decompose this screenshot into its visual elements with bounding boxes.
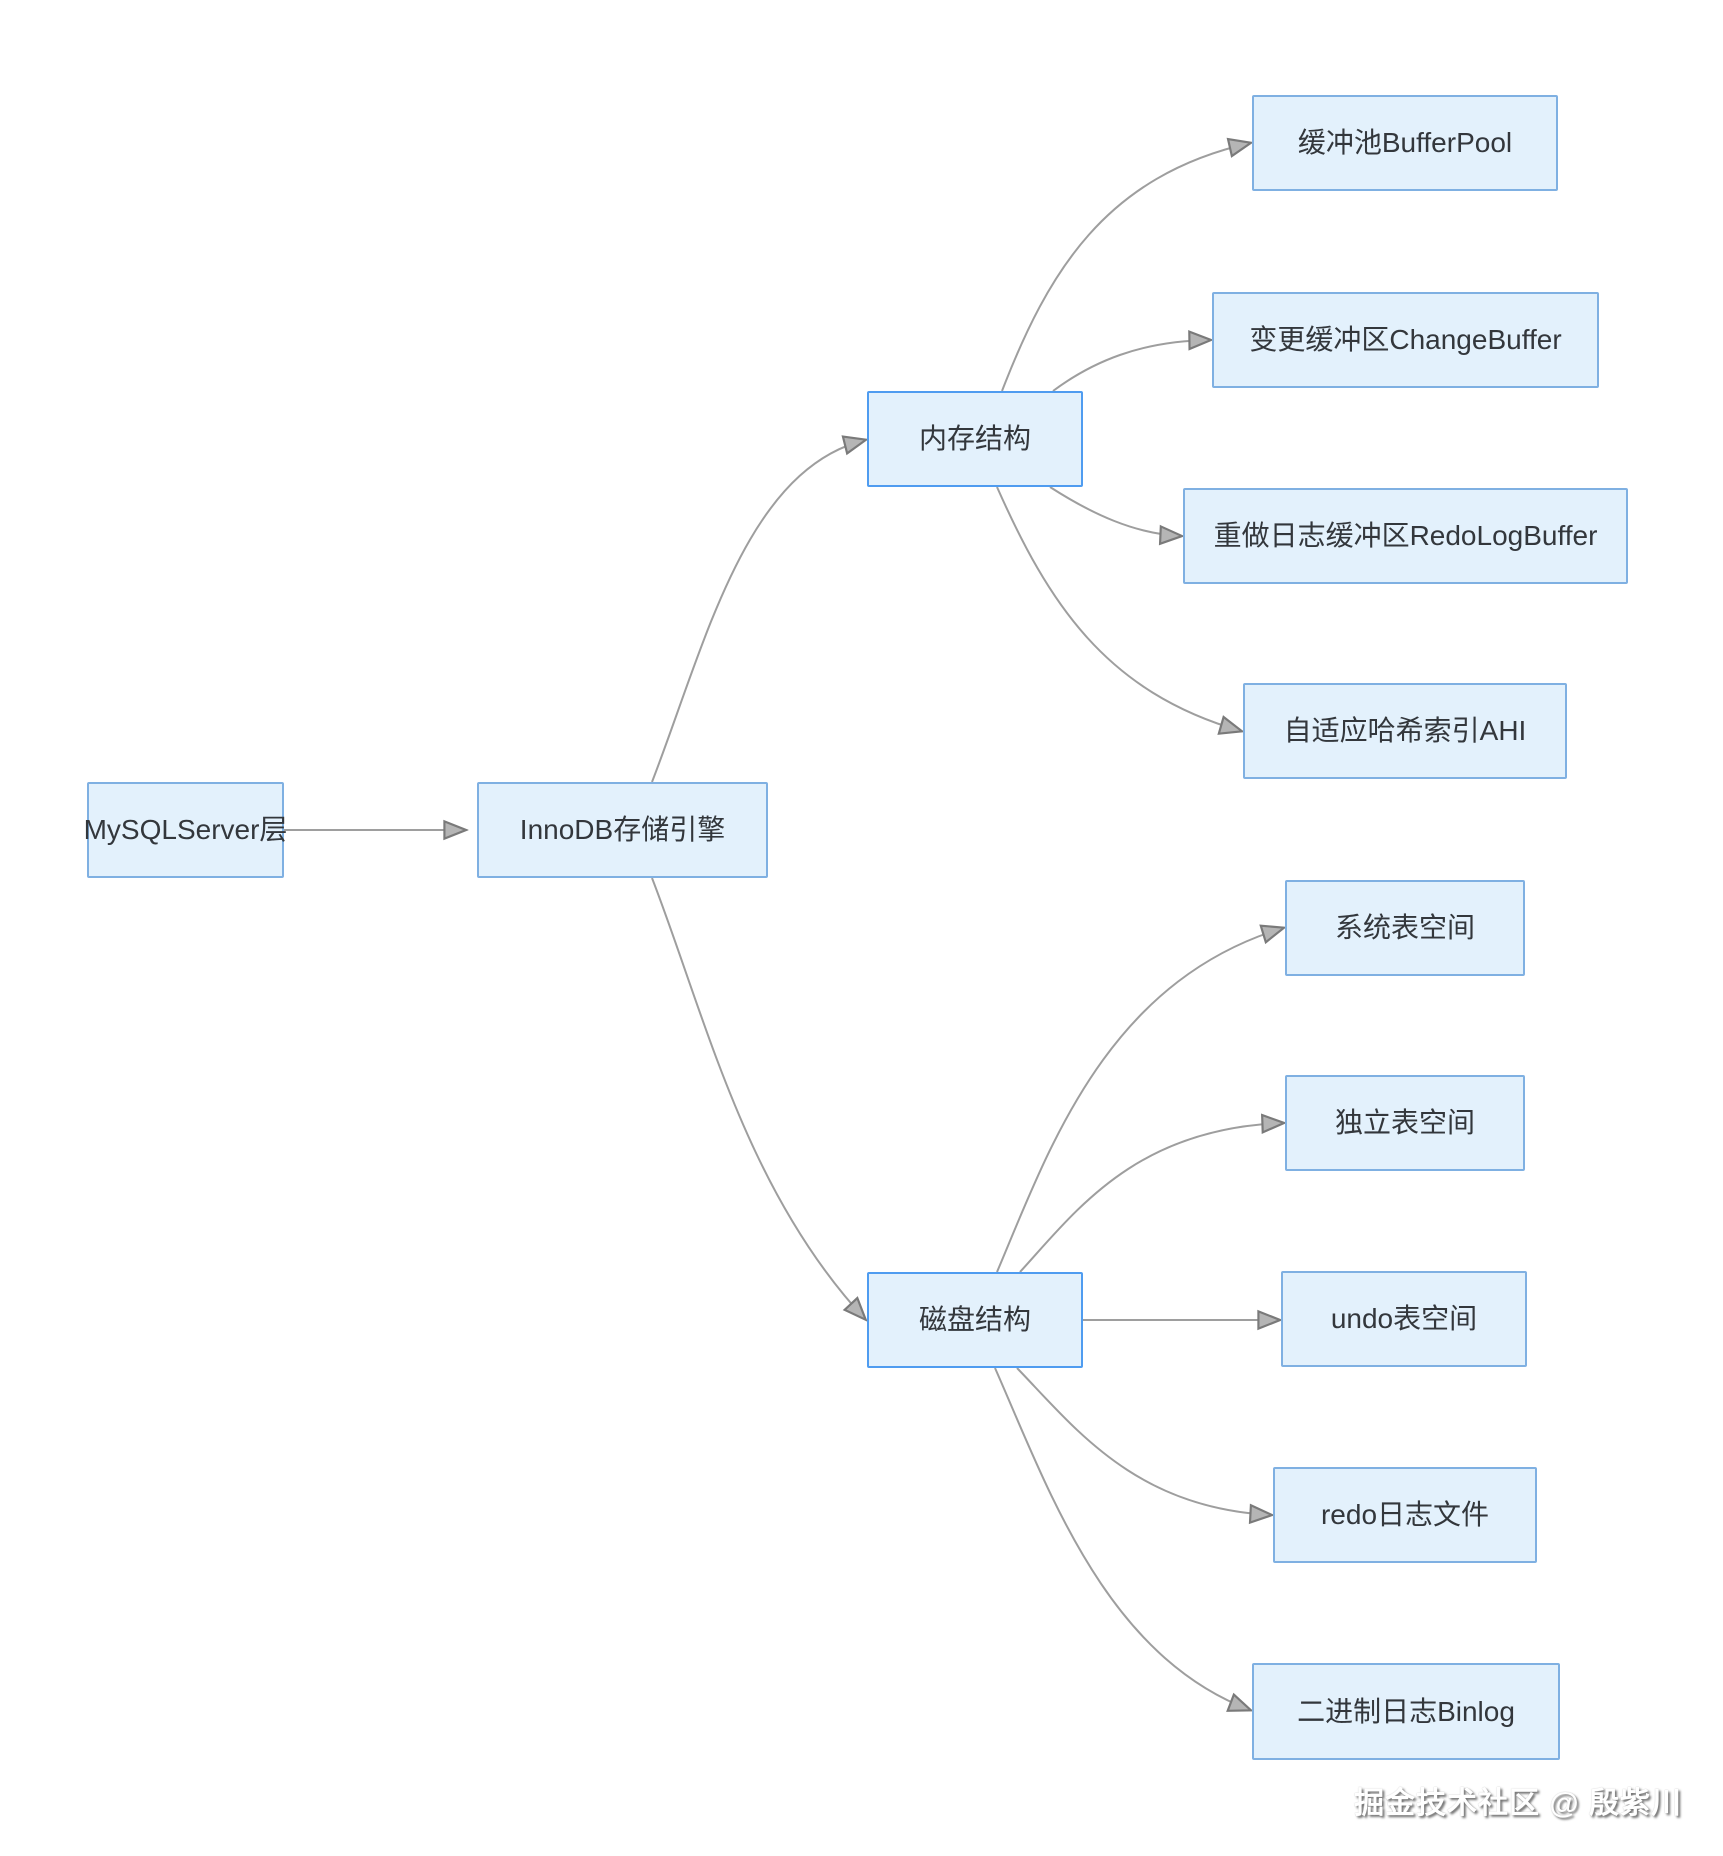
node-buffer-pool-label: 缓冲池BufferPool — [1297, 127, 1513, 158]
node-innodb-storage-engine-label: InnoDB存储引擎 — [519, 814, 726, 845]
edge-memory-changebuffer — [1052, 340, 1210, 392]
edge-disk-filepertable — [1019, 1123, 1283, 1273]
edge-innodb-disk — [651, 877, 865, 1319]
edge-disk-systemtablespace — [996, 928, 1283, 1273]
node-system-tablespace-label: 系统表空间 — [1334, 912, 1475, 943]
edge-disk-redologfiles — [1016, 1367, 1271, 1515]
edge-disk-binlog — [994, 1367, 1250, 1710]
node-adaptive-hash-index-label: 自适应哈希索引AHI — [1283, 715, 1527, 746]
node-disk-structure-label: 磁盘结构 — [918, 1304, 1031, 1335]
node-redo-log-files-label: redo日志文件 — [1320, 1499, 1490, 1530]
node-binlog-label: 二进制日志Binlog — [1297, 1695, 1515, 1727]
node-mysql-server-layer: MySQLServer层 — [84, 782, 287, 878]
node-undo-tablespace: undo表空间 — [1281, 1271, 1527, 1367]
edge-memory-redologbuffer — [1049, 486, 1181, 536]
watermark: 掘金技术社区 @ 殷紫川 — [1354, 1787, 1682, 1820]
node-change-buffer: 变更缓冲区ChangeBuffer — [1212, 292, 1599, 388]
node-redo-log-files: redo日志文件 — [1273, 1467, 1537, 1563]
node-mysql-server-layer-label: MySQLServer层 — [83, 814, 288, 845]
node-redo-log-buffer: 重做日志缓冲区RedoLogBuffer — [1183, 488, 1628, 584]
node-file-per-table-tablespace-label: 独立表空间 — [1334, 1107, 1475, 1138]
node-memory-structure: 内存结构 — [867, 391, 1083, 487]
node-redo-log-buffer-label: 重做日志缓冲区RedoLogBuffer — [1213, 520, 1598, 551]
node-innodb-storage-engine: InnoDB存储引擎 — [477, 782, 768, 878]
node-disk-structure: 磁盘结构 — [867, 1272, 1083, 1368]
node-system-tablespace: 系统表空间 — [1285, 880, 1525, 976]
node-binlog: 二进制日志Binlog — [1252, 1663, 1560, 1760]
node-buffer-pool: 缓冲池BufferPool — [1252, 95, 1558, 191]
node-undo-tablespace-label: undo表空间 — [1330, 1303, 1478, 1334]
edge-innodb-memory — [651, 440, 865, 783]
node-memory-structure-label: 内存结构 — [918, 423, 1031, 454]
node-file-per-table-tablespace: 独立表空间 — [1285, 1075, 1525, 1171]
node-adaptive-hash-index: 自适应哈希索引AHI — [1243, 683, 1567, 779]
node-change-buffer-label: 变更缓冲区ChangeBuffer — [1249, 324, 1562, 355]
